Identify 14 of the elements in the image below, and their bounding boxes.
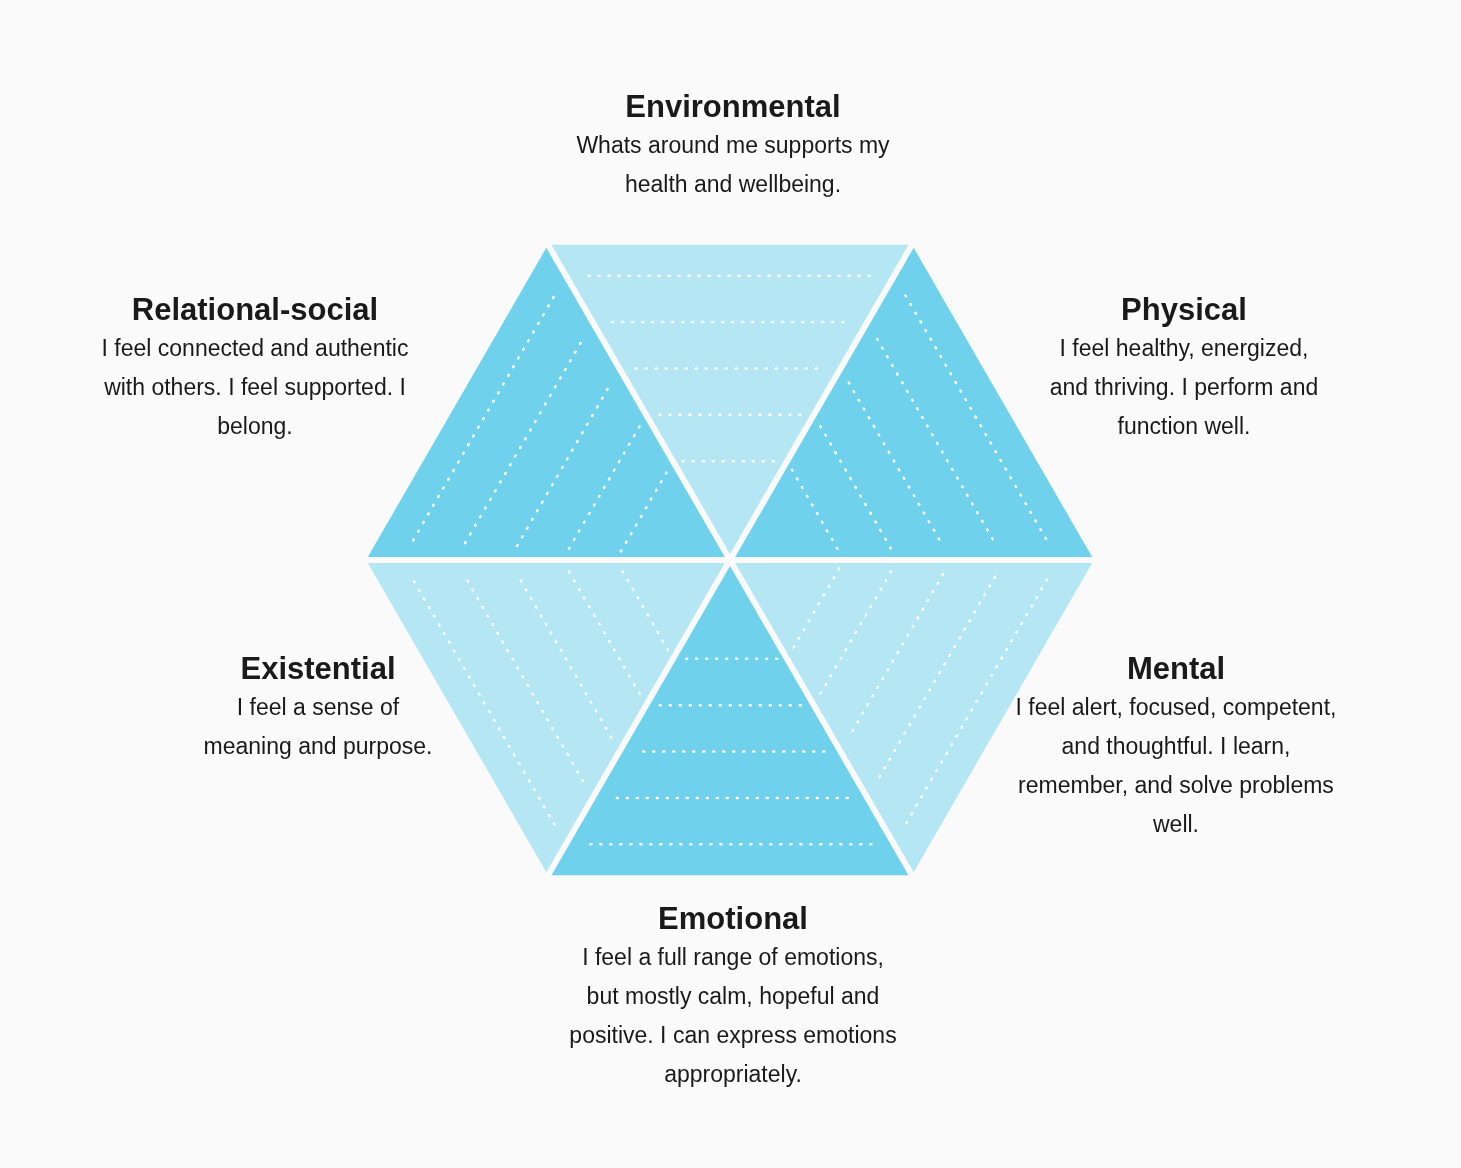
segment-description: Whats around me supports my health and wellbeing. (575, 131, 891, 199)
triangle-segment (551, 566, 909, 876)
segment-description: I feel alert, focused, competent, and thoughtful. I learn, remember, and solve problems well. (1014, 693, 1338, 839)
segment-description: I feel healthy, energized, and thriving. I perform and function well. (1048, 334, 1320, 441)
segment-heading: Existential (240, 650, 396, 688)
segment-description: I feel a sense of meaning and purpose. (203, 693, 433, 761)
segment-description: I feel a full range of emotions, but mostly calm, hopeful and positive. I can express emotions appropriately. (568, 943, 898, 1089)
segment-description: I feel connected and authentic with others. I feel supported. I belong. (100, 334, 410, 441)
segment-heading: Mental (1126, 650, 1226, 688)
segment-heading: Relational-social (131, 291, 379, 329)
segment-heading: Environmental (625, 88, 841, 126)
segment-heading: Physical (1121, 291, 1247, 329)
triangle-segment (551, 244, 909, 554)
segment-heading: Emotional (658, 900, 808, 938)
